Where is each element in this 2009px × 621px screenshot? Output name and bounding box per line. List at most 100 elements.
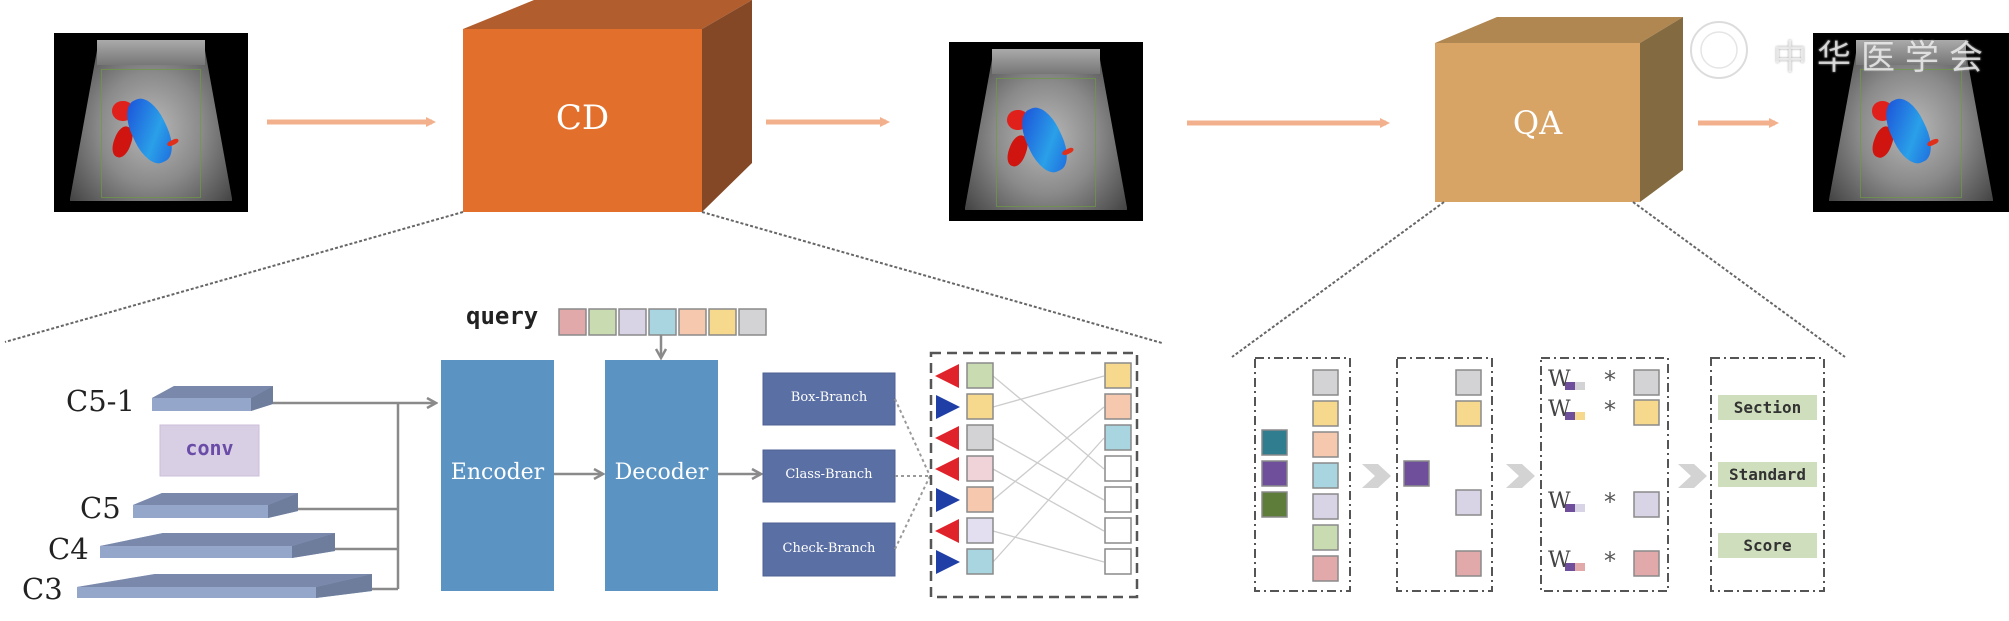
weight-symbol: W (1548, 367, 1571, 392)
encoder-label: Encoder (450, 460, 545, 485)
query-token (588, 308, 617, 336)
output-section-label: Section (1733, 398, 1802, 417)
pyramid-connectors (273, 403, 436, 591)
weight-symbol: W (1548, 548, 1571, 573)
matching-links (992, 375, 1105, 563)
qa-label: QA (1512, 104, 1563, 142)
prediction-box (966, 517, 994, 544)
query-token (648, 308, 677, 336)
query-feature-box (1312, 462, 1339, 489)
ground-truth-box (1104, 424, 1132, 451)
qa-cube (1435, 17, 1683, 202)
cd-zoom-line-right (701, 211, 1163, 344)
matching-link (992, 437, 1105, 563)
ground-truth-box (1104, 455, 1132, 482)
feature-map-c3 (77, 574, 372, 598)
ground-truth-box (1104, 362, 1132, 389)
weighted-feature-box (1633, 491, 1660, 518)
blue-triangle-icon (936, 550, 960, 574)
weight-query-swatch (1575, 504, 1585, 512)
prediction-box (966, 362, 994, 389)
chevron-icon-1 (1362, 464, 1391, 488)
decoder-block (605, 360, 718, 591)
ground-truth-box (1104, 517, 1132, 544)
output-section-bg (1718, 395, 1817, 420)
prediction-box (966, 455, 994, 482)
selected-query-box (1455, 550, 1482, 577)
decoder-label: Decoder (614, 460, 709, 485)
weight-section-swatch (1565, 412, 1575, 420)
weight-symbol: W (1548, 397, 1571, 422)
qa-panel-features (1254, 357, 1351, 592)
box-branch-block (762, 372, 896, 426)
ground-truth-box (1104, 486, 1132, 513)
feature-label-c3: C3 (22, 572, 63, 606)
qa-panel-outputs (1710, 357, 1825, 592)
query-feature-box (1312, 524, 1339, 551)
matching-link (992, 375, 1105, 470)
red-triangle-icon (935, 457, 959, 481)
query-token (738, 308, 767, 336)
query-feature-box (1312, 431, 1339, 458)
matching-link (992, 375, 1105, 408)
query-label: query (466, 302, 539, 330)
conv-label: conv (185, 436, 234, 460)
weighted-feature-box (1633, 550, 1660, 577)
weight-section-swatch (1565, 382, 1575, 390)
output-standard-label: Standard (1728, 465, 1807, 484)
query-feature-box (1312, 400, 1339, 427)
watermark-logo-icon (1690, 21, 1748, 79)
multiply-operator: * (1604, 366, 1616, 394)
prediction-box (966, 424, 994, 451)
weight-query-swatch (1575, 563, 1585, 571)
qa-panel-selected (1396, 357, 1493, 592)
matching-link (992, 437, 1105, 501)
query-token (558, 308, 587, 336)
class-branch-block (762, 449, 896, 503)
blue-triangle-icon (936, 488, 960, 512)
query-feature-box (1312, 493, 1339, 520)
output-ultrasound-image (1813, 33, 2009, 212)
feature-label-c5-1: C5-1 (66, 384, 135, 418)
prediction-box (966, 486, 994, 513)
prediction-box (966, 393, 994, 420)
red-triangle-icon (935, 426, 959, 450)
weighted-feature-box (1633, 369, 1660, 396)
weight-symbol: W (1548, 489, 1571, 514)
selected-query-box (1455, 400, 1482, 427)
weighted-feature-box (1633, 399, 1660, 426)
section-feature-box (1261, 491, 1288, 518)
check-branch-label: Check-Branch (782, 541, 876, 556)
qa-panel-weighted (1540, 357, 1669, 592)
ground-truth-box (1104, 548, 1132, 575)
check-branch-block (762, 522, 896, 577)
feature-map-c5-1 (152, 386, 273, 411)
selected-section-box (1403, 460, 1430, 487)
weight-section-swatch (1565, 504, 1575, 512)
chevron-icon-2 (1506, 464, 1535, 488)
cd-label: CD (555, 98, 610, 138)
output-standard-bg (1718, 462, 1817, 487)
feature-map-c4 (100, 533, 335, 558)
weight-query-swatch (1575, 412, 1585, 420)
query-token-row (558, 308, 767, 336)
class-branch-label: Class-Branch (785, 467, 873, 482)
query-token (708, 308, 737, 336)
cd-zoom-line-left (4, 211, 464, 343)
qa-zoom-line-right (1632, 201, 1846, 358)
multiply-operator: * (1604, 396, 1616, 424)
feature-label-c5: C5 (80, 491, 121, 525)
detected-ultrasound-image (949, 42, 1143, 221)
selected-query-box (1455, 369, 1482, 396)
multiply-operator: * (1604, 488, 1616, 516)
red-triangle-icon (935, 364, 959, 388)
qa-zoom-line-left (1231, 201, 1445, 358)
query-token (678, 308, 707, 336)
section-feature-box (1261, 429, 1288, 456)
matching-link (992, 530, 1105, 563)
input-ultrasound-image (54, 33, 248, 212)
cd-cube (463, 0, 752, 212)
weight-section-swatch (1565, 563, 1575, 571)
selected-query-box (1455, 489, 1482, 516)
